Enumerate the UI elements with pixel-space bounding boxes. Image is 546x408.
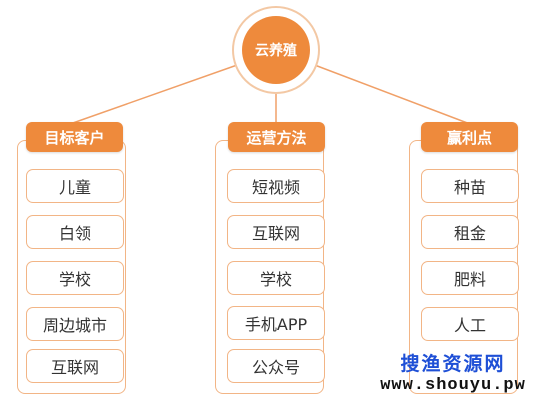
list-item: 手机APP	[227, 306, 325, 340]
watermark-url: www.shouyu.pw	[380, 375, 526, 395]
list-item: 人工	[421, 307, 519, 341]
list-item: 儿童	[26, 169, 124, 203]
list-item: 互联网	[227, 215, 325, 249]
list-item: 周边城市	[26, 307, 124, 341]
list-item: 互联网	[26, 349, 124, 383]
list-item: 租金	[421, 215, 519, 249]
list-item: 肥料	[421, 261, 519, 295]
list-item: 种苗	[421, 169, 519, 203]
list-item: 白领	[26, 215, 124, 249]
header-operation-methods: 运营方法	[228, 122, 325, 152]
list-item: 学校	[227, 261, 325, 295]
watermark: 搜渔资源网 www.shouyu.pw	[368, 353, 538, 395]
center-label: 云养殖	[242, 16, 310, 84]
header-target-customers: 目标客户	[26, 122, 123, 152]
list-item: 学校	[26, 261, 124, 295]
list-item: 短视频	[227, 169, 325, 203]
watermark-title: 搜渔资源网	[400, 353, 506, 375]
connector-left	[69, 63, 241, 125]
connector-right	[311, 63, 471, 125]
list-item: 公众号	[227, 349, 325, 383]
header-profit-points: 赢利点	[421, 122, 518, 152]
center-node: 云养殖	[232, 6, 320, 94]
